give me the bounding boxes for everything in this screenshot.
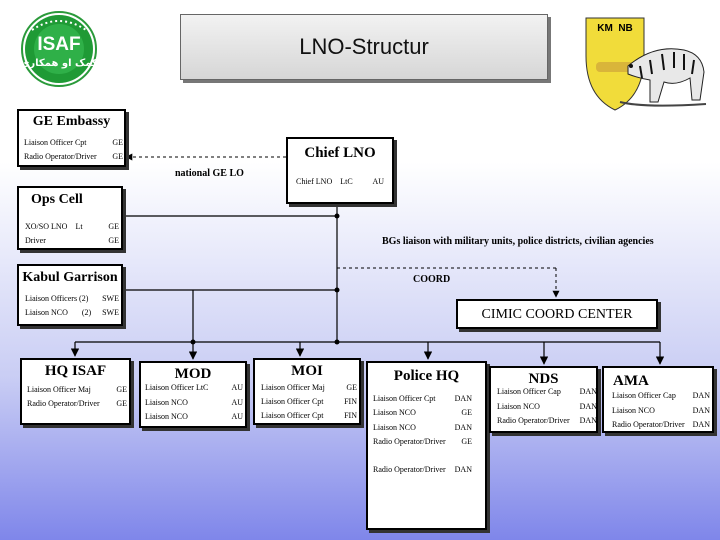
list-item: Radio Operator/Driver DAN xyxy=(497,416,597,425)
hq-isaf-box: HQ ISAF Liaison Officer Maj GE Radio Ope… xyxy=(20,358,131,425)
police-hq-title: Police HQ xyxy=(393,368,460,384)
kabul-garrison-title: Kabul Garrison xyxy=(22,270,118,285)
list-item: Driver GE xyxy=(25,236,119,245)
list-item: Liaison Officers (2) SWE xyxy=(25,294,119,303)
list-item: Radio Operator/Driver GE xyxy=(373,437,472,446)
isaf-logo-text: ISAF xyxy=(37,34,81,55)
km-nb-emblem: KM NB xyxy=(584,16,714,112)
moi-box: MOI Liaison Officer Maj GE Liaison Offic… xyxy=(253,358,361,425)
list-item: Liaison NCO AU xyxy=(145,398,243,407)
list-item: Liaison NCO DAN xyxy=(612,406,710,415)
coord-label: COORD xyxy=(413,274,451,285)
police-hq-box: Police HQ Liaison Officer Cpt DAN Liaiso… xyxy=(366,361,487,530)
cimic-box: CIMIC COORD CENTER xyxy=(456,299,658,329)
list-item: Liaison NCO GE xyxy=(373,408,472,417)
list-item: Radio Operator/Driver DAN xyxy=(373,465,472,474)
isaf-logo-graphic xyxy=(21,11,97,87)
ops-cell-title: Ops Cell xyxy=(31,192,83,207)
page-title: LNO-Structur xyxy=(299,34,429,59)
list-item: Liaison NCO DAN xyxy=(497,402,597,411)
list-item: Liaison Officer Cpt DAN xyxy=(373,394,472,403)
list-item: Liaison Officer LtC AU xyxy=(145,383,243,392)
title-box: LNO-Structur xyxy=(180,14,548,80)
moi-title: MOI xyxy=(291,363,323,379)
mod-title: MOD xyxy=(174,366,212,382)
ops-cell-box: Ops Cell XO/SO LNO Lt GE Driver GE xyxy=(17,186,123,250)
isaf-logo: ISAF کمک او همکاری xyxy=(20,10,98,88)
list-item: Liaison Officer Cpt FIN xyxy=(261,397,357,406)
list-item: Liaison Officer Maj GE xyxy=(27,385,127,394)
list-item: Radio Operator/Driver DAN xyxy=(612,420,710,429)
hq-isaf-title: HQ ISAF xyxy=(44,363,107,379)
list-item: Liaison Officer Cap DAN xyxy=(612,391,710,400)
list-item: Liaison Officer Cpt FIN xyxy=(261,411,357,420)
list-item: Liaison NCO (2) SWE xyxy=(25,308,119,317)
list-item: Radio Operator/Driver GE xyxy=(24,152,123,161)
isaf-logo-arabic: کمک او همکاری xyxy=(20,58,98,69)
bgs-liaison-label: BGs liaison with military units, police … xyxy=(382,236,654,247)
list-item: XO/SO LNO Lt GE xyxy=(25,222,119,231)
list-item: Liaison NCO AU xyxy=(145,412,243,421)
ama-title: AMA xyxy=(613,373,649,389)
nds-title: NDS xyxy=(528,371,559,387)
list-item: Liaison Officer Cpt GE xyxy=(24,138,123,147)
mod-box: MOD Liaison Officer LtC AU Liaison NCO A… xyxy=(139,361,247,428)
cimic-title: CIMIC COORD CENTER xyxy=(481,307,633,322)
kabul-garrison-box: Kabul Garrison Liaison Officers (2) SWE … xyxy=(17,264,123,326)
chief-lno-title: Chief LNO xyxy=(304,145,376,161)
ama-box: AMA Liaison Officer Cap DAN Liaison NCO … xyxy=(602,366,714,433)
list-item: Liaison Officer Maj GE xyxy=(261,383,357,392)
list-item: Radio Operator/Driver GE xyxy=(27,399,127,408)
km-nb-text: KM NB xyxy=(597,23,633,34)
list-item: Chief LNO LtC AU xyxy=(296,177,384,186)
tiger-emblem-graphic xyxy=(585,17,707,111)
ge-embassy-title: GE Embassy xyxy=(32,114,111,129)
nds-box: NDS Liaison Officer Cap DAN Liaison NCO … xyxy=(489,366,598,433)
list-item: Liaison NCO DAN xyxy=(373,423,472,432)
national-gelo-label: national GE LO xyxy=(175,168,244,179)
chief-lno-box: Chief LNO Chief LNO LtC AU xyxy=(286,137,394,204)
list-item: Liaison Officer Cap DAN xyxy=(497,387,597,396)
ge-embassy-box: GE Embassy Liaison Officer Cpt GE Radio … xyxy=(17,109,126,167)
